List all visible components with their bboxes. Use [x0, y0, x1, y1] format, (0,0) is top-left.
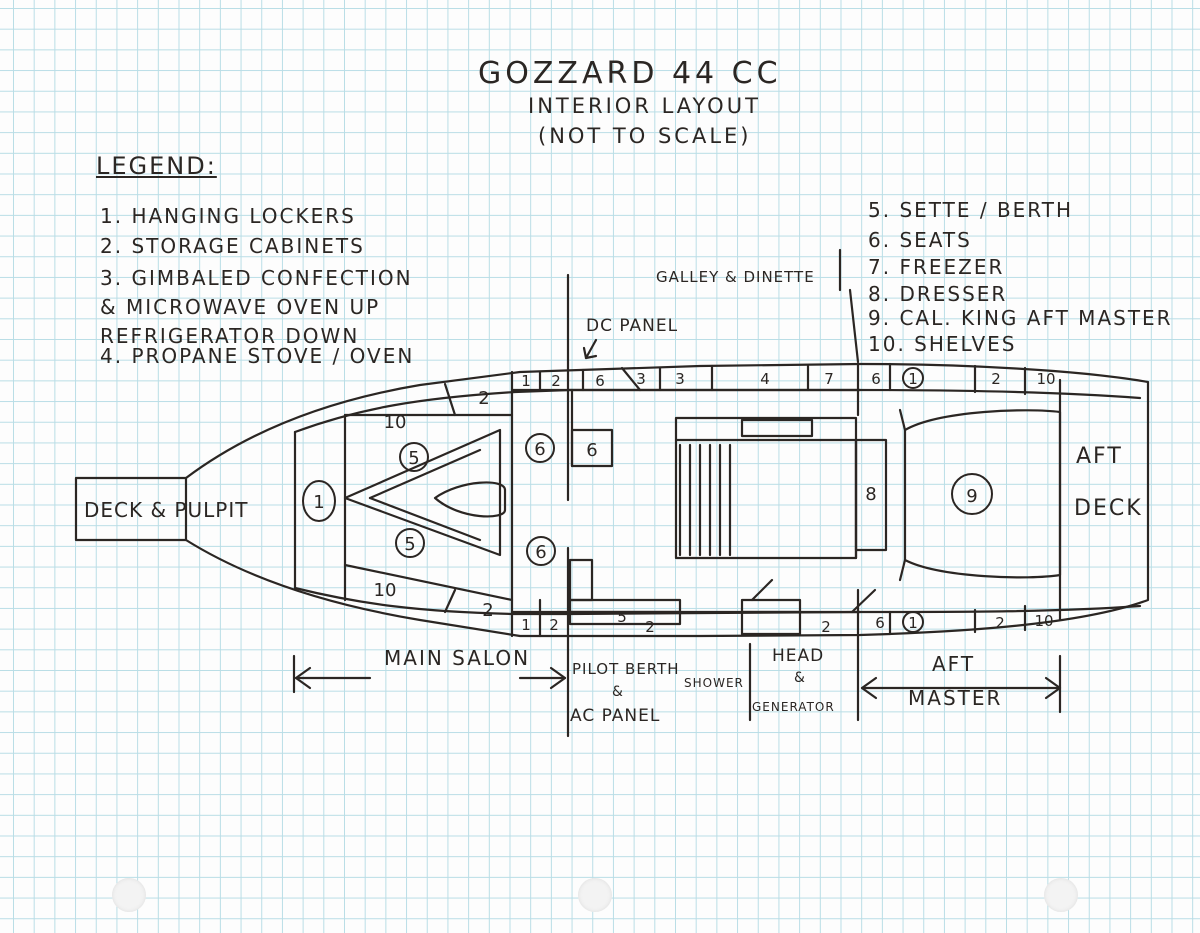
fwd-vberth-inner-2 [368, 496, 482, 542]
fwd-shelves-bottom-num: 10 [374, 580, 397, 601]
shower-seat [568, 558, 594, 602]
diagram-title: GOZZARD 44 CC [478, 56, 782, 91]
legend-item: 9. CAL. KING AFT MASTER [868, 306, 1173, 330]
dresser-num: 8 [865, 484, 876, 505]
bottom-locker-num: 5 [617, 608, 627, 626]
fwd-cab-top-num: 2 [478, 388, 489, 409]
seat-box-num: 6 [586, 440, 597, 461]
king-berth-num: 9 [966, 486, 977, 507]
top-locker-num: 1 [521, 372, 531, 390]
aft-bottom-locker-circle [902, 611, 924, 633]
bottom-locker-num: 2 [549, 616, 559, 634]
dc-panel-label: DC PANEL [586, 316, 679, 336]
galley-pointer [848, 288, 860, 364]
salon-seat-top-circle [525, 433, 555, 463]
shower-label: SHOWER [684, 676, 744, 690]
top-locker-num: 3 [675, 370, 685, 388]
legend-heading: LEGEND: [96, 152, 217, 180]
legend-item: 1. HANGING LOCKERS [100, 204, 356, 228]
fwd-cabinet-divider-top [443, 382, 457, 417]
aft-top-locker-circle [902, 367, 924, 389]
chain-locker [433, 481, 507, 518]
bottom-locker-num: 6 [875, 614, 885, 632]
fwd-berth-top-num: 5 [408, 448, 419, 469]
fwd-shelf-bottom [343, 563, 514, 602]
legend-item: 2. STORAGE CABINETS [100, 234, 365, 258]
legend-item: 4. PROPANE STOVE / OVEN [100, 344, 415, 368]
fwd-berth-bottom-num: 5 [404, 534, 415, 555]
scale-note: (NOT TO SCALE) [538, 124, 752, 148]
aft-deck-label-bottom: DECK [1074, 496, 1143, 521]
bottom-locker-num: 2 [821, 618, 831, 636]
galley-dinette-label: GALLEY & DINETTE [656, 268, 815, 286]
aft-master-label-top: AFT [932, 652, 976, 676]
legend-item: 5. SETTE / BERTH [868, 198, 1073, 222]
top-locker-num: 7 [824, 370, 834, 388]
fwd-vberth-inner [368, 448, 482, 500]
dresser-box [854, 438, 888, 552]
pilot-berth-amp: & [612, 684, 624, 700]
top-locker-num: 1 [908, 370, 918, 388]
hull-outline [184, 362, 1150, 638]
deck-pulpit-label: DECK & PULPIT [84, 498, 249, 522]
galley-counter-lines [678, 443, 732, 557]
fwd-vberth [343, 428, 502, 557]
top-locker-num: 3 [636, 370, 646, 388]
berth-bottom-circle [395, 528, 425, 558]
fwd-cabinet-divider-bottom [443, 588, 457, 614]
bottom-locker-num: 10 [1034, 612, 1053, 630]
binder-hole-center [578, 878, 612, 912]
diagram-subtitle: INTERIOR LAYOUT [528, 94, 761, 118]
top-locker-num: 6 [595, 372, 605, 390]
fwd-shelves-top-num: 10 [384, 412, 407, 433]
aft-deck-label-top: AFT [1076, 444, 1123, 469]
berth-top-circle [399, 442, 429, 472]
bottom-locker-num: 2 [995, 614, 1005, 632]
deck-pulpit-outline [74, 476, 188, 542]
fwd-cab-bottom-num: 2 [482, 600, 493, 621]
inner-hull-line-bottom [293, 586, 1142, 616]
bottom-locker-num: 1 [908, 614, 918, 632]
top-locker-num: 2 [551, 372, 561, 390]
top-locker-num: 2 [991, 370, 1001, 388]
binder-hole-left [112, 878, 146, 912]
aft-master-label-bottom: MASTER [908, 686, 1003, 710]
head-label: HEAD [772, 646, 825, 666]
bottom-locker-num: 1 [521, 616, 531, 634]
head-amp: & [794, 670, 806, 686]
salon-seat-bottom-circle [526, 536, 556, 566]
generator-label: GENERATOR [752, 700, 835, 714]
top-locker-num: 4 [760, 370, 770, 388]
bow-locker-circle [302, 480, 336, 522]
top-locker-num: 10 [1036, 370, 1055, 388]
main-salon-label: MAIN SALON [384, 646, 531, 670]
pilot-berth-label: PILOT BERTH [572, 660, 680, 678]
dc-panel-pointer [584, 338, 598, 360]
bow-locker-num: 1 [313, 492, 324, 513]
head-box [740, 598, 802, 636]
stove-burners [740, 418, 814, 438]
legend-item: 3. GIMBALED CONFECTION & MICROWAVE OVEN … [100, 266, 413, 348]
bottom-locker-num: 2 [645, 618, 655, 636]
legend-item: 8. DRESSER [868, 282, 1008, 306]
binder-hole-right [1044, 878, 1078, 912]
legend-item: 10. SHELVES [868, 332, 1017, 356]
legend-item: 6. SEATS [868, 228, 972, 252]
king-berth-circle [951, 473, 993, 515]
salon-seat-top-num: 6 [534, 439, 545, 460]
top-locker-num: 6 [871, 370, 881, 388]
legend-item: 7. FREEZER [868, 255, 1005, 279]
aft-berth [903, 409, 1062, 579]
ac-panel-label: AC PANEL [570, 706, 661, 726]
salon-seat-bottom-num: 6 [535, 542, 546, 563]
